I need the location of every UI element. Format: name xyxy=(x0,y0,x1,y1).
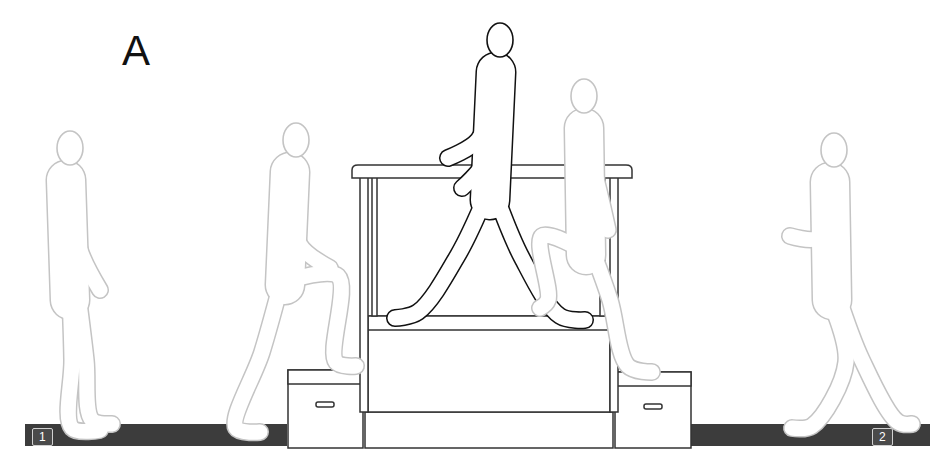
figure-head xyxy=(571,79,597,113)
person-figure xyxy=(57,131,112,431)
figure-head xyxy=(821,133,847,167)
figure-fill xyxy=(235,280,282,432)
figure-outline xyxy=(592,250,652,372)
figure-outline xyxy=(790,198,832,240)
panel-letter: A xyxy=(122,30,150,72)
figure-fill xyxy=(78,295,112,424)
figure-head xyxy=(57,131,83,165)
figure-fill xyxy=(592,250,652,372)
figure-outline xyxy=(235,280,282,432)
treadmill-base xyxy=(365,412,613,448)
marker-number: 1 xyxy=(39,431,46,443)
figure-fill xyxy=(462,92,500,188)
figure-fill xyxy=(70,192,100,290)
figure-head xyxy=(487,23,513,57)
figure-fill xyxy=(395,196,486,318)
figure-outline xyxy=(540,235,582,308)
figure-outline xyxy=(395,196,486,318)
figure-head xyxy=(283,123,309,157)
figure-fill xyxy=(292,190,330,268)
mat-marker: 1 xyxy=(32,428,53,446)
figure-fill xyxy=(838,296,912,424)
figure-fill xyxy=(540,235,582,308)
step-box xyxy=(615,372,691,448)
frame-post xyxy=(372,176,377,316)
figure-fill xyxy=(586,140,608,230)
figure-fill xyxy=(790,198,832,240)
person-figure xyxy=(540,79,652,372)
person-figure xyxy=(790,133,912,429)
figure-outline xyxy=(78,295,112,424)
step-handle xyxy=(316,402,334,407)
figure-fill xyxy=(292,273,356,366)
treadmill-body xyxy=(368,316,610,412)
frame-post xyxy=(360,172,368,412)
mat-marker: 2 xyxy=(872,428,893,446)
marker-number: 2 xyxy=(879,431,886,443)
person-figure xyxy=(395,23,585,320)
step-handle xyxy=(644,404,662,409)
person-figure xyxy=(235,123,356,432)
step-box xyxy=(288,370,363,448)
